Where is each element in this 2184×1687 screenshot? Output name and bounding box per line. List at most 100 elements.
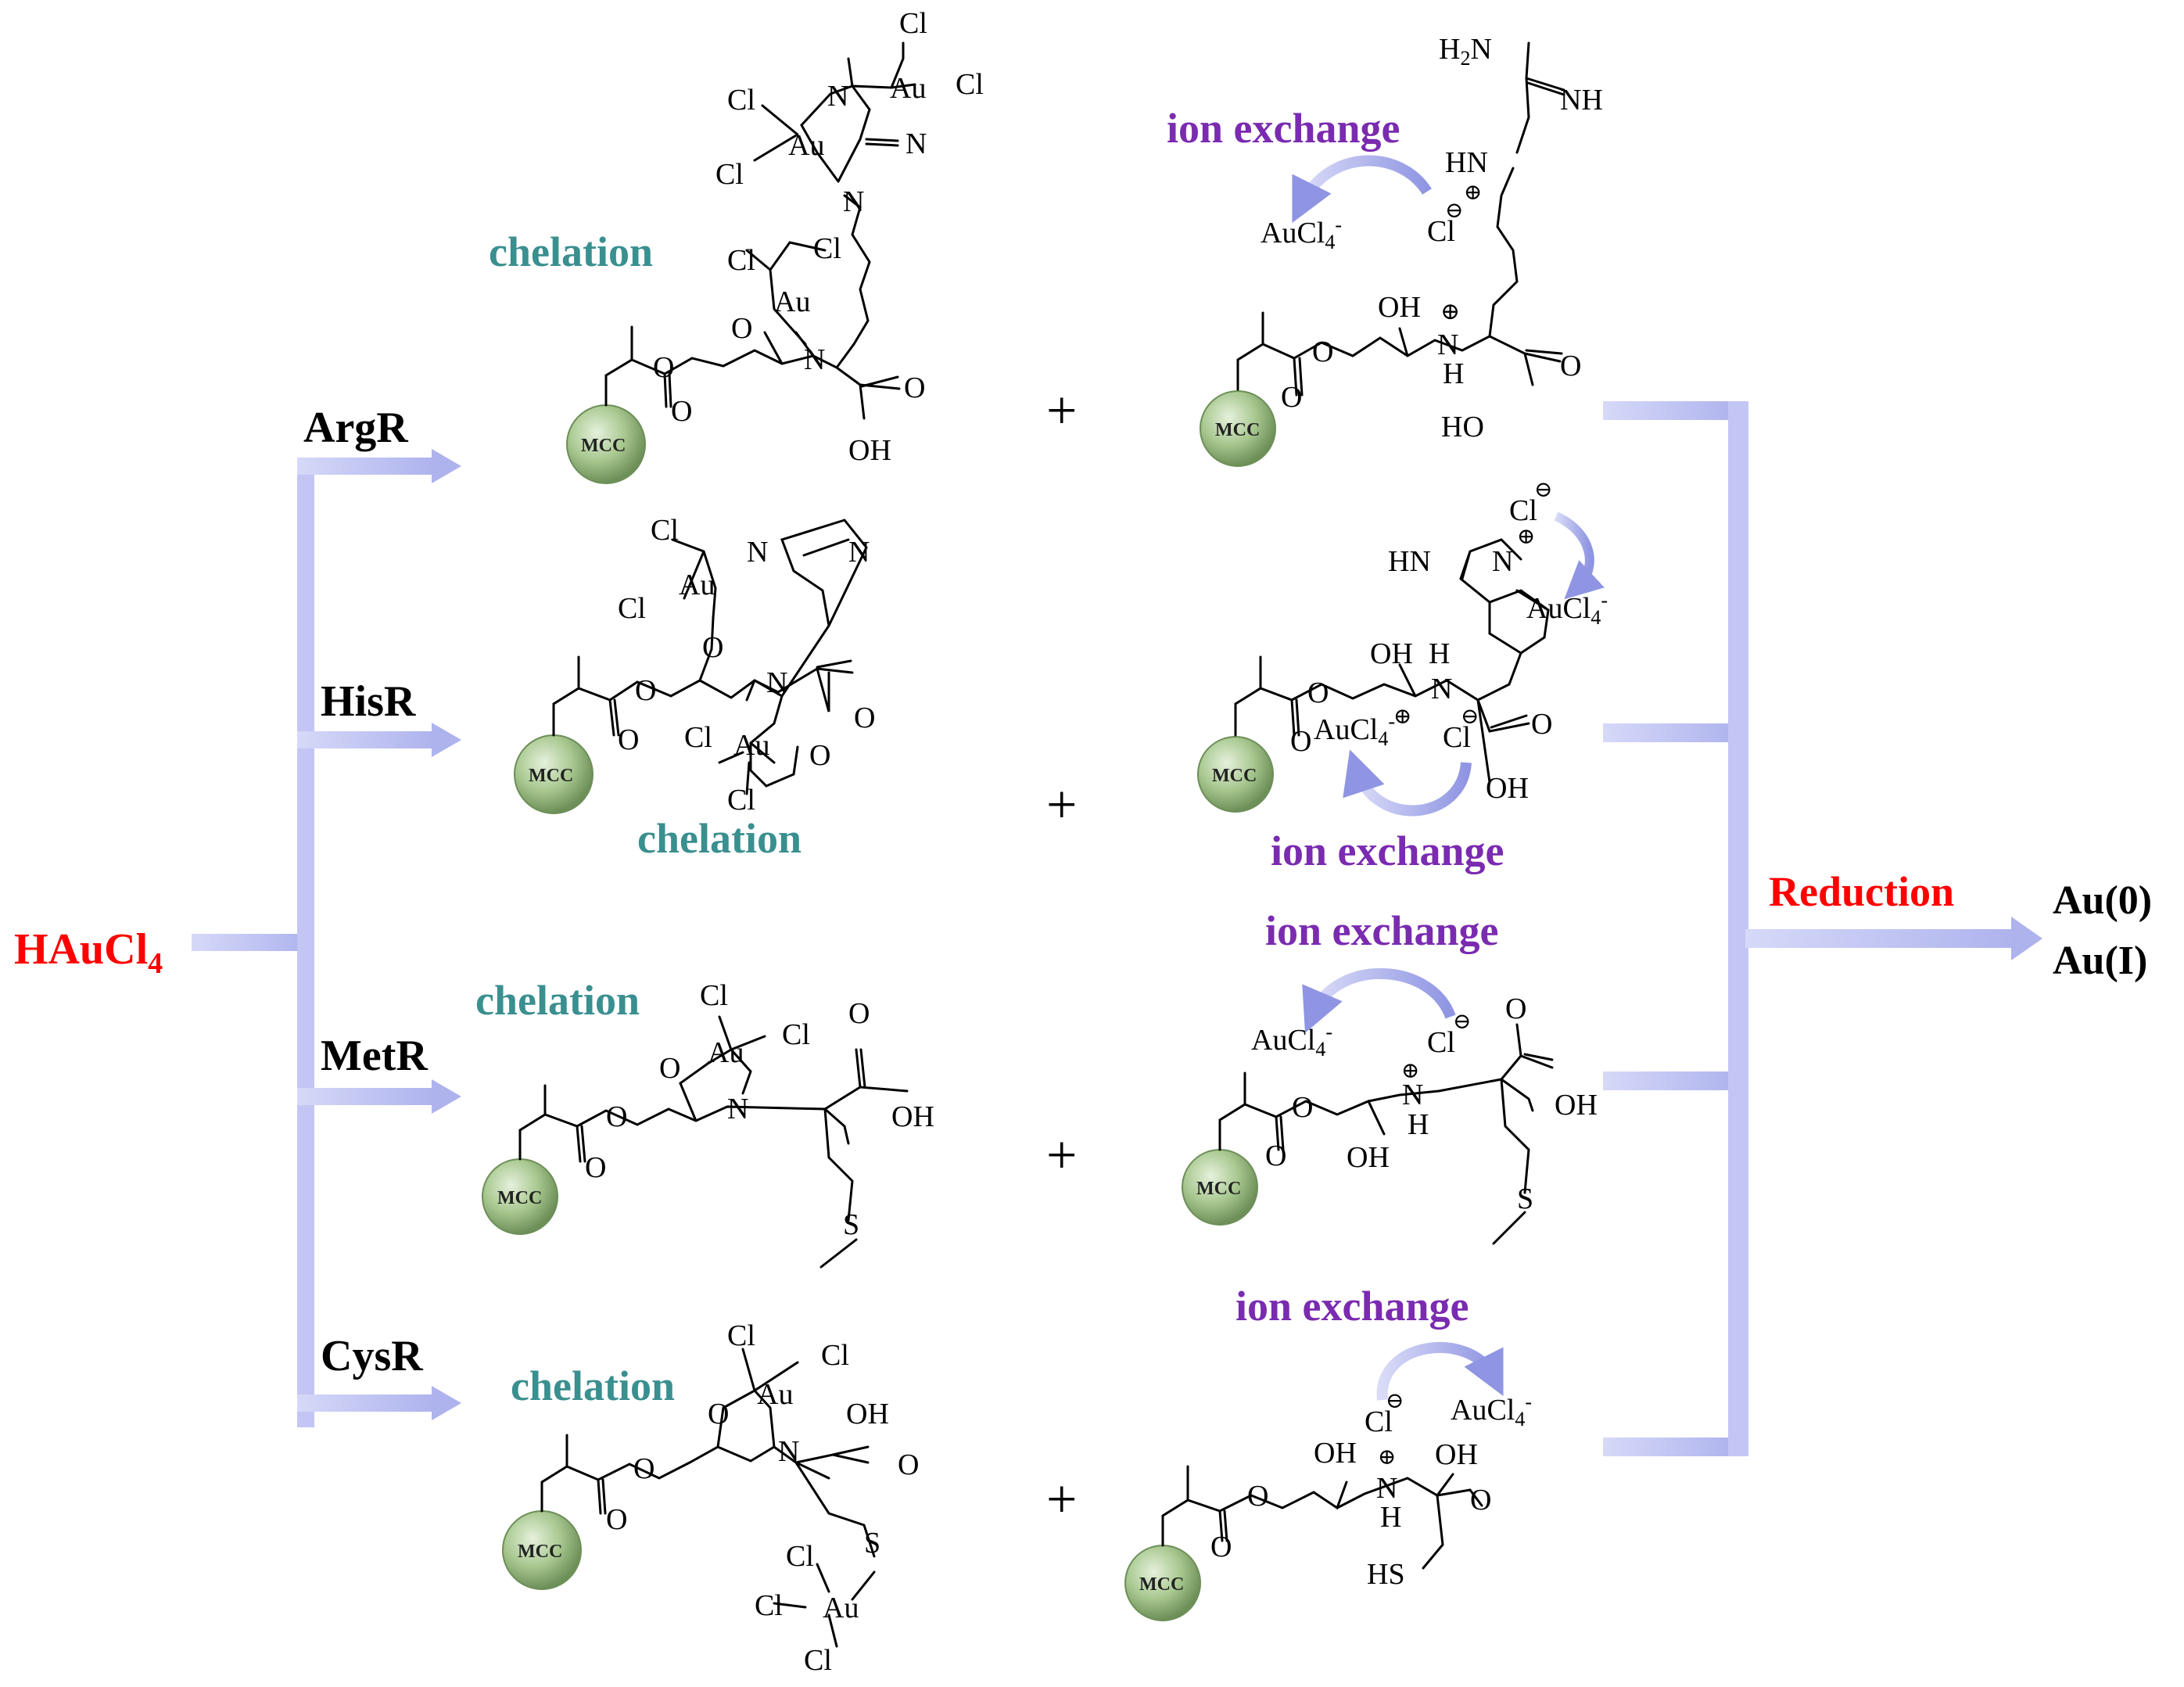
charge-plus: ⊕: [1517, 525, 1535, 549]
atom-n: N: [1437, 328, 1458, 361]
atom-cl: Cl: [821, 1339, 849, 1372]
atom-o: O: [671, 395, 692, 428]
atom-h: H: [1380, 1501, 1401, 1534]
right-merge-arrows: [1603, 401, 2042, 1456]
atom-hs: HS: [1367, 1558, 1405, 1591]
branch-met-bar: [297, 1088, 434, 1105]
charge-minus: ⊖: [1534, 478, 1552, 502]
atom-n: N: [778, 1435, 799, 1468]
atom-n: N: [827, 80, 848, 113]
atom-o: O: [1312, 336, 1333, 368]
mcc-label: MCC: [1139, 1574, 1184, 1595]
charge-minus: ⊖: [1461, 705, 1479, 729]
atom-n: N: [843, 185, 864, 218]
product-au0: Au(0): [2053, 878, 2152, 923]
reduction-arrow-bar: [1745, 929, 2015, 948]
atom-h: H: [1408, 1108, 1429, 1141]
ion-exchange-label-his: ion exchange: [1271, 827, 1504, 874]
atom-au: Au: [890, 72, 926, 105]
atom-cl: Cl: [727, 84, 755, 117]
merge-bar-met: [1603, 1071, 1736, 1090]
reduction-arrowhead: [2011, 917, 2042, 960]
atom-hn: HN: [1445, 146, 1488, 179]
atom-h: H: [1429, 637, 1450, 670]
atom-n: N: [1376, 1472, 1397, 1505]
atom-o: O: [585, 1151, 606, 1184]
atom-au: Au: [733, 729, 769, 762]
atom-cl-ion: Cl: [1427, 215, 1455, 248]
resin-label-hisr: HisR: [321, 677, 416, 726]
mcc-sphere-arg-ionex: [1200, 390, 1276, 467]
atom-ho: HO: [1441, 411, 1484, 443]
atom-cl: Cl: [700, 979, 728, 1012]
atom-oh: OH: [1347, 1141, 1390, 1174]
atom-oh: OH: [1314, 1437, 1357, 1470]
resin-label-metr: MetR: [321, 1032, 428, 1080]
atom-cl: Cl: [727, 1319, 755, 1352]
atom-cl: Cl: [813, 232, 841, 265]
atom-o: O: [1307, 677, 1329, 709]
reactant-stem-bar: [192, 934, 309, 951]
chelation-label-met: chelation: [475, 977, 640, 1024]
branch-cys-bar: [297, 1394, 434, 1412]
plus-sign-arg: +: [1046, 381, 1077, 441]
atom-o: O: [618, 723, 639, 756]
branch-his-arrowhead: [432, 723, 461, 757]
atom-au: Au: [823, 1592, 859, 1624]
mcc-supports: MCC MCC MCC MCC MCC MCC MCC MCC: [482, 390, 1276, 1621]
plus-sign-cys: +: [1046, 1470, 1077, 1530]
atom-o: O: [708, 1398, 729, 1430]
atom-n: N: [766, 666, 787, 699]
atom-oh: OH: [1435, 1438, 1478, 1471]
atom-h: H: [1443, 357, 1464, 390]
charge-plus: ⊕: [1393, 705, 1411, 729]
structure-cys-ionex: O O OH N H ⊕ OH O HS Cl ⊖ AuCl4-: [1161, 1341, 1532, 1591]
atom-au: Au: [708, 1036, 744, 1069]
atom-oh: OH: [1486, 772, 1529, 805]
mcc-label: MCC: [497, 1188, 542, 1208]
atom-oh: OH: [891, 1100, 934, 1133]
branch-cys-arrowhead: [432, 1386, 461, 1420]
atom-n: N: [1492, 545, 1513, 578]
atom-o: O: [904, 371, 925, 404]
atom-o: O: [702, 631, 723, 664]
ion-exchange-label-cys: ion exchange: [1235, 1283, 1469, 1330]
atom-o: O: [1210, 1531, 1232, 1563]
atom-nh: NH: [1560, 84, 1603, 117]
product-aui: Au(I): [2053, 939, 2147, 983]
plus-sign-met: +: [1046, 1125, 1077, 1186]
charge-plus: ⊕: [1401, 1059, 1419, 1083]
mcc-label: MCC: [1215, 420, 1260, 440]
aucl4-ion: AuCl4-: [1251, 1021, 1332, 1061]
atom-o: O: [809, 739, 830, 772]
atom-cl: Cl: [804, 1644, 832, 1677]
atom-oh: OH: [1370, 637, 1413, 670]
mcc-sphere-his-ionex: [1197, 736, 1274, 813]
mcc-label: MCC: [1212, 766, 1257, 786]
atom-cl: Cl: [727, 784, 755, 817]
atom-o: O: [898, 1448, 919, 1481]
atom-o: O: [1265, 1140, 1286, 1172]
right-trunk-bar: [1728, 401, 1748, 1456]
atom-au: Au: [679, 569, 715, 601]
atom-cl: Cl: [715, 158, 744, 191]
atom-cl: Cl: [755, 1589, 783, 1622]
atom-au: Au: [757, 1378, 793, 1411]
branch-arg-bar: [297, 458, 434, 475]
atom-n: N: [1431, 673, 1452, 705]
structure-met-chelate: O O O N Au Cl Cl O OH S: [518, 979, 934, 1269]
reactant-label: HAuCl4: [14, 925, 163, 980]
structure-met-ionex: O O OH N H ⊕ O OH S Cl ⊖ AuCl4-: [1218, 967, 1598, 1245]
resin-label-cysr: CysR: [321, 1332, 423, 1380]
atom-n: N: [804, 343, 825, 376]
atom-o: O: [633, 1452, 654, 1485]
atom-oh: OH: [1555, 1089, 1598, 1122]
atom-oh: OH: [848, 434, 891, 467]
mcc-label: MCC: [518, 1542, 562, 1562]
ion-exchange-label-arg: ion exchange: [1167, 105, 1400, 152]
atom-au: Au: [788, 129, 824, 162]
aucl4-ion: AuCl4-: [1526, 589, 1608, 629]
atom-o: O: [1247, 1480, 1268, 1513]
mcc-label: MCC: [529, 766, 573, 786]
